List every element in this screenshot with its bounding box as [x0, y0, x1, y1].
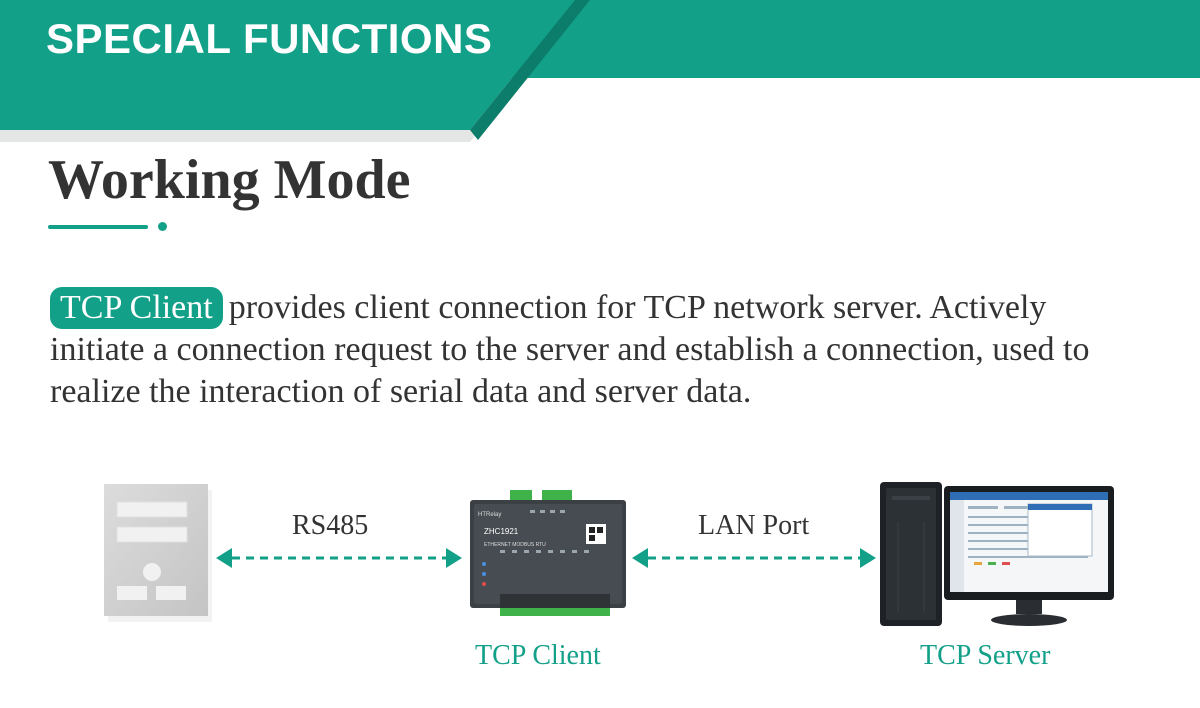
connection-diagram: RS485 HTRelay ZHC1921 ETHERNET MODBUS [0, 440, 1200, 708]
rs485-label: RS485 [292, 510, 369, 541]
tcp-client-badge: TCP Client [50, 287, 223, 329]
serial-device-panel-icon [104, 484, 212, 622]
description-text: provides client connection for TCP netwo… [50, 289, 1090, 410]
title-underline-dot [158, 222, 167, 231]
banner-title: SPECIAL FUNCTIONS [46, 15, 493, 62]
title-underline [48, 225, 148, 229]
rs485-link-arrow [216, 548, 462, 568]
tcp-server-label: TCP Server [920, 640, 1051, 671]
banner-tab [0, 0, 575, 130]
device-brand: HTRelay [478, 512, 501, 518]
header-banner [0, 0, 1200, 142]
io-module-icon: HTRelay ZHC1921 ETHERNET MODBUS RTU [470, 490, 626, 616]
desktop-computer-icon [880, 482, 1114, 626]
device-model: ZHC1921 [484, 527, 519, 536]
banner-fold [470, 0, 590, 140]
lan-port-label: LAN Port [698, 510, 810, 541]
tcp-client-label: TCP Client [475, 640, 601, 671]
section-title: Working Mode [48, 149, 411, 211]
device-subtitle: ETHERNET MODBUS RTU [484, 542, 546, 548]
lan-port-link-arrow [632, 548, 876, 568]
